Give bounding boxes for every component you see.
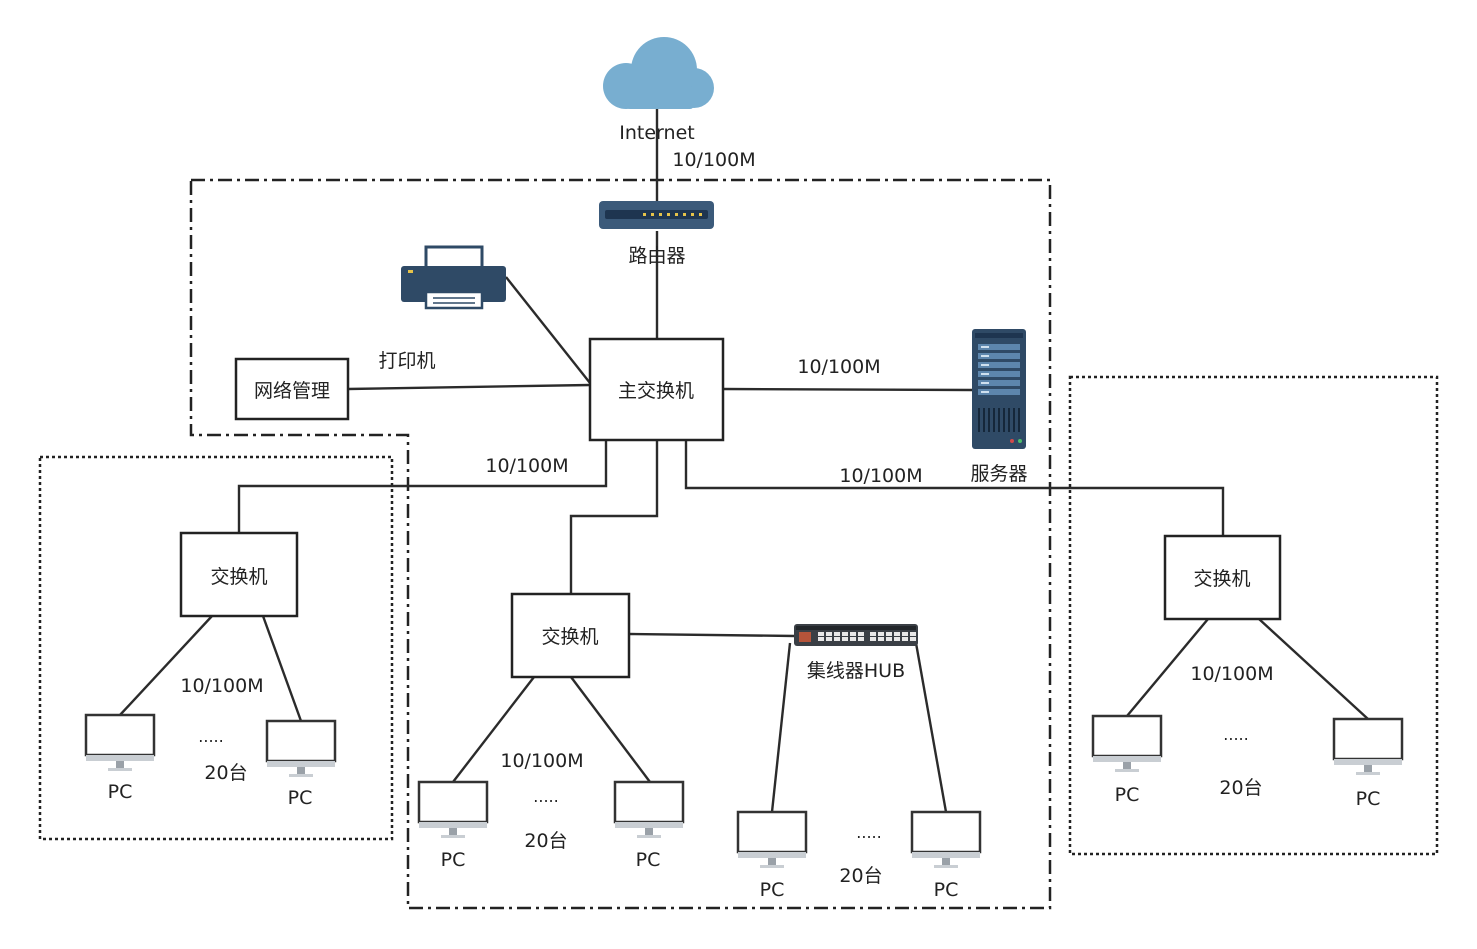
speed-label-main-server: 10/100M: [797, 356, 880, 378]
pc-group-hub: PC PC ..... 20台: [760, 823, 959, 901]
core-zone-boundary: [189, 178, 1052, 910]
pc-group-left: PC PC ..... 20台: [108, 727, 313, 809]
ellipsis-label: .....: [1223, 725, 1248, 744]
speed-label-main-right: 10/100M: [839, 465, 922, 487]
pc-label: PC: [441, 849, 466, 871]
network-management-box: [234, 357, 350, 421]
hub-icon: [794, 624, 918, 646]
speed-label-center-pcs: 10/100M: [500, 750, 583, 772]
pc-monitor-icon: [1332, 717, 1404, 775]
pc-monitor-icon: [910, 810, 982, 868]
pc-count-label: 20台: [524, 830, 567, 852]
pc-count-label: 20台: [204, 762, 247, 784]
printer-label: 打印机: [378, 350, 435, 372]
pc-monitor-icon: [84, 713, 156, 771]
main-switch-label: 主交换机: [618, 380, 694, 402]
pc-monitor-icon: [736, 810, 808, 868]
left-zone-boundary: [38, 455, 394, 841]
ellipsis-label: .....: [533, 787, 558, 806]
speed-label-right-pcs: 10/100M: [1190, 663, 1273, 685]
cloud-icon: [603, 37, 714, 109]
right-zone-boundary: [1068, 375, 1439, 856]
right-switch-label: 交换机: [1193, 568, 1250, 590]
printer-icon: [401, 245, 506, 310]
center-switch-box: [510, 592, 631, 679]
pc-label: PC: [934, 879, 959, 901]
speed-label-internet-router: 10/100M: [672, 149, 755, 171]
pc-count-label: 20台: [1219, 777, 1262, 799]
pc-label: PC: [288, 787, 313, 809]
pc-count-label: 20台: [839, 865, 882, 887]
main-switch-box: [588, 337, 725, 442]
network-management-label: 网络管理: [254, 380, 330, 402]
router-icon: [599, 201, 714, 229]
server-icon: [972, 329, 1026, 449]
hub-label: 集线器HUB: [807, 660, 905, 682]
speed-label-main-left: 10/100M: [485, 455, 568, 477]
internet-label: Internet: [619, 122, 694, 144]
router-label: 路由器: [628, 245, 685, 267]
pc-label: PC: [108, 781, 133, 803]
left-switch-box: [179, 531, 299, 618]
pc-monitor-icon: [265, 719, 337, 777]
pc-monitor-icon: [417, 780, 489, 838]
ellipsis-label: .....: [198, 727, 223, 746]
pc-monitor-icon: [613, 780, 685, 838]
speed-label-left-pcs: 10/100M: [180, 675, 263, 697]
left-switch-label: 交换机: [210, 566, 267, 588]
connections: [119, 100, 1369, 813]
pc-label: PC: [1356, 788, 1381, 810]
server-label: 服务器: [970, 463, 1027, 485]
center-switch-label: 交换机: [541, 626, 598, 648]
pc-monitor-icon: [1091, 714, 1163, 772]
pc-group-center: PC PC ..... 20台: [441, 787, 661, 871]
pc-label: PC: [760, 879, 785, 901]
ellipsis-label: .....: [856, 823, 881, 842]
pc-label: PC: [1115, 784, 1140, 806]
pc-group-right: PC PC ..... 20台: [1115, 725, 1381, 810]
pc-label: PC: [636, 849, 661, 871]
right-switch-box: [1163, 534, 1282, 621]
